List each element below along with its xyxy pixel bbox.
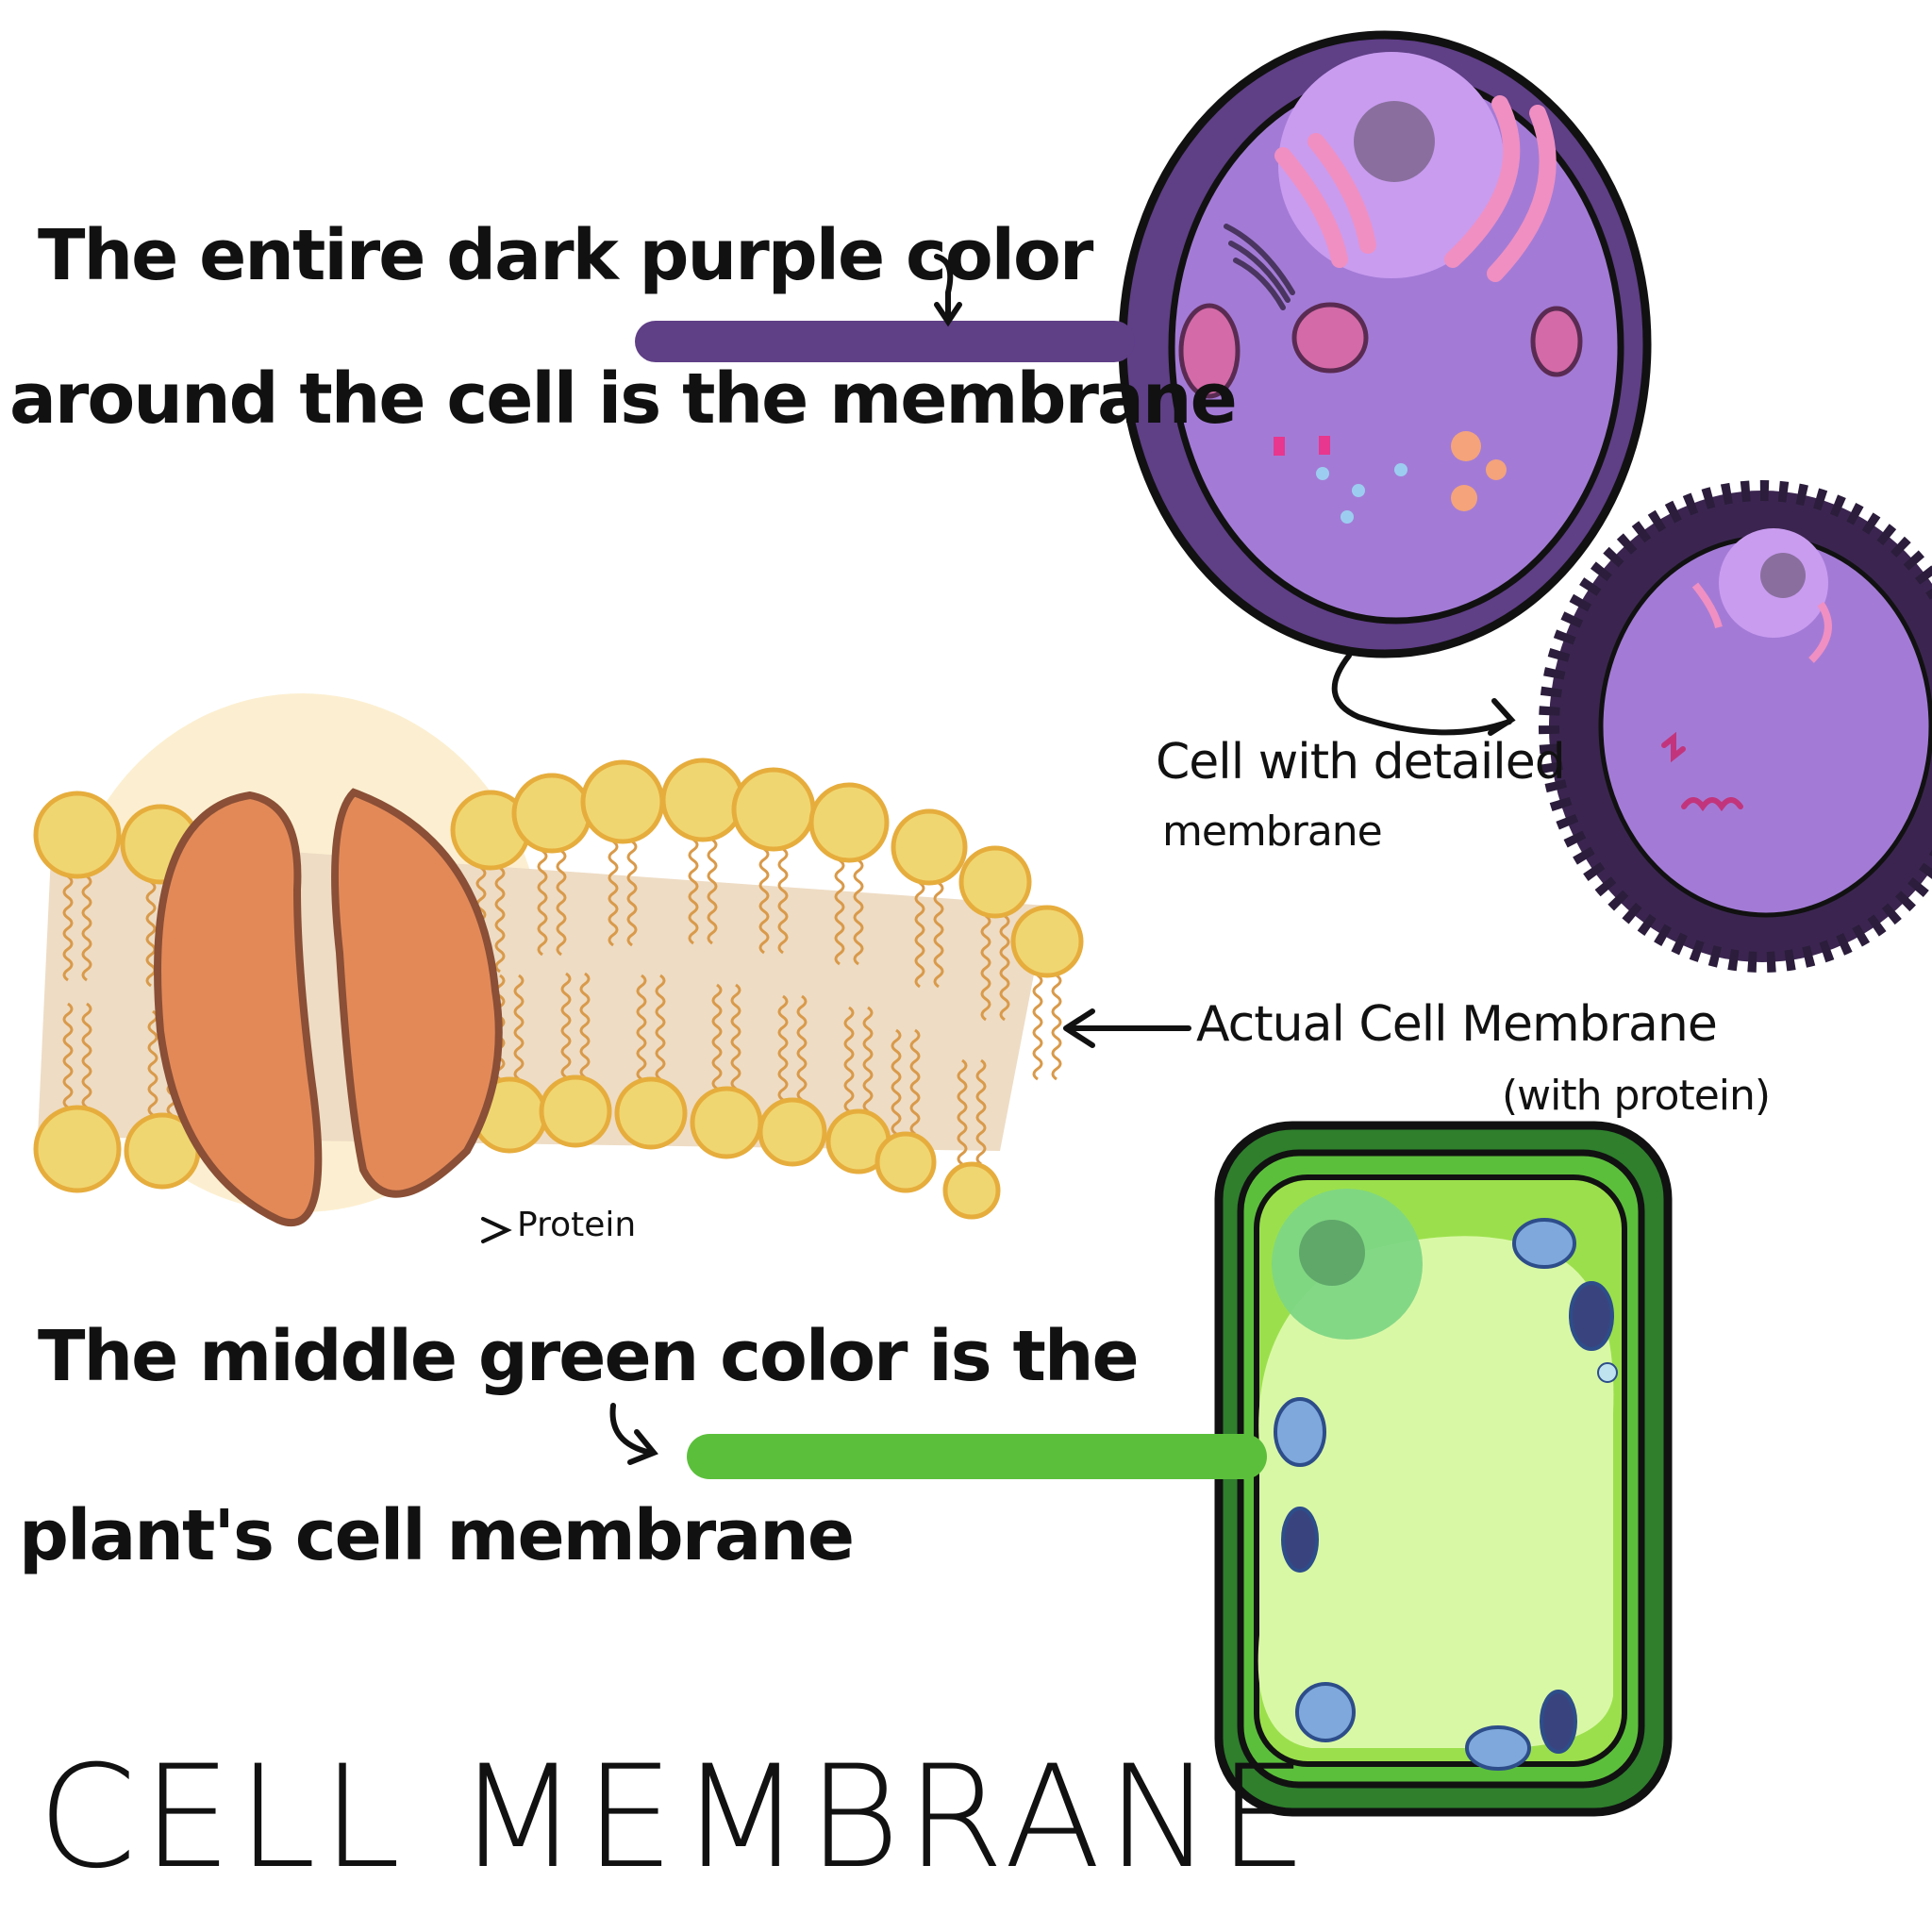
lipid-tail	[513, 974, 525, 1081]
lipid-tail	[81, 1002, 92, 1109]
lipid-tail	[777, 847, 789, 955]
hook-arrow-icon	[609, 1403, 658, 1465]
lipid-tail	[891, 1028, 902, 1136]
lipid-tail	[957, 1058, 968, 1166]
actual-membrane-sublabel: (with protein)	[1502, 1072, 1771, 1120]
lipid-tail	[62, 874, 74, 982]
channel-protein	[154, 788, 503, 1227]
lipid-head-top	[731, 767, 816, 852]
lipid-head-top	[580, 759, 665, 844]
lipid-tail	[636, 974, 647, 1081]
detailed-annotation-line1: Cell with detailed	[1156, 734, 1566, 791]
detailed-cell-mitochondria	[1661, 731, 1743, 812]
animal-annotation-line1: The entire dark purple color	[38, 215, 1093, 296]
plant-nucleolus	[1299, 1220, 1365, 1286]
lipid-tail	[909, 1028, 921, 1136]
lipid-tail	[608, 840, 619, 947]
lipid-tail	[626, 840, 638, 947]
lipid-head-bottom	[33, 1105, 122, 1193]
lipid-tail	[62, 1002, 74, 1109]
lipid-tail	[834, 858, 845, 966]
actual-membrane-label: Actual Cell Membrane	[1196, 996, 1718, 1053]
protein-left-half	[154, 791, 323, 1227]
lipid-tail	[537, 849, 548, 957]
lipid-head-top	[808, 782, 890, 863]
plant-cell	[609, 1121, 1673, 1817]
page-title: CELL MEMBRANE	[38, 1736, 1313, 1900]
lipid-tail	[1032, 974, 1043, 1081]
lipid-head-bottom	[614, 1076, 688, 1150]
lipid-head-top	[891, 808, 968, 886]
mitochondria	[1178, 302, 1583, 399]
endoplasmic-reticulum	[1274, 95, 1557, 282]
detailed-cell-er	[1691, 582, 1832, 663]
protein-right-half	[331, 788, 503, 1198]
animal-annotation-line2: around the cell is the membrane	[9, 358, 1238, 440]
lipid-tail	[655, 974, 666, 1081]
lipid-tail	[862, 1006, 874, 1113]
lipid-tail	[843, 1006, 855, 1113]
phospholipid-bilayer	[33, 693, 1191, 1243]
lipid-tail	[730, 983, 741, 1091]
lipid-tail	[81, 874, 92, 982]
plant-annotation-line2: plant's cell membrane	[19, 1495, 855, 1576]
central-vacuole	[1257, 1236, 1614, 1749]
lipid-tail	[556, 849, 567, 957]
vesicles	[1274, 431, 1507, 524]
curved-arrow-icon	[1331, 653, 1516, 736]
lipid-tail	[758, 847, 770, 955]
lipid-tail	[796, 994, 808, 1102]
golgi-apparatus	[1224, 224, 1295, 310]
lipid-head-top	[660, 758, 745, 842]
lipid-tail	[579, 972, 591, 1079]
lipid-tail	[975, 1058, 987, 1166]
lipid-head-bottom	[758, 1097, 827, 1167]
lipid-tail	[980, 914, 991, 1022]
animal-cell	[635, 30, 1652, 658]
detailed-cell	[1331, 480, 1932, 973]
lipid-tail	[494, 866, 506, 974]
lipid-head-top	[33, 791, 122, 879]
detailed-cell-nucleolus	[1760, 553, 1806, 598]
lipid-head-bottom	[539, 1074, 612, 1148]
lipid-tail	[1051, 974, 1062, 1081]
lipid-tail	[777, 994, 789, 1102]
lipid-head-bottom	[874, 1131, 937, 1193]
plant-vesicle	[1597, 1362, 1618, 1383]
lipid-tail	[688, 838, 699, 945]
lipid-head-bottom	[690, 1086, 763, 1159]
animal-pointer-line	[635, 321, 1135, 362]
lipid-head-top	[1010, 905, 1084, 978]
lipid-heads-top	[33, 758, 1084, 978]
lipid-tail	[147, 1009, 158, 1117]
membrane-arrow-icon	[1063, 1008, 1191, 1048]
protein-label: Protein	[517, 1206, 637, 1244]
protein-arrow-icon	[481, 1217, 512, 1243]
animal-cell-nucleolus	[1354, 101, 1435, 182]
bracket-arrow-icon	[934, 254, 962, 327]
lipid-tail	[560, 972, 572, 1079]
lipid-head-top	[958, 845, 1032, 919]
lipid-tail	[999, 914, 1010, 1022]
lipid-tail	[853, 858, 864, 966]
lipid-tail	[707, 838, 718, 945]
plant-annotation-line1: The middle green color is the	[38, 1316, 1140, 1397]
lipid-tail	[914, 881, 925, 989]
detailed-annotation-line2: membrane	[1162, 808, 1383, 856]
lipid-head-bottom	[942, 1161, 1001, 1220]
lipid-head-top	[511, 773, 592, 854]
chloroplasts	[1274, 1218, 1614, 1771]
plant-pointer-line	[687, 1434, 1267, 1479]
lipid-tail	[711, 983, 723, 1091]
lipid-tail	[933, 881, 944, 989]
